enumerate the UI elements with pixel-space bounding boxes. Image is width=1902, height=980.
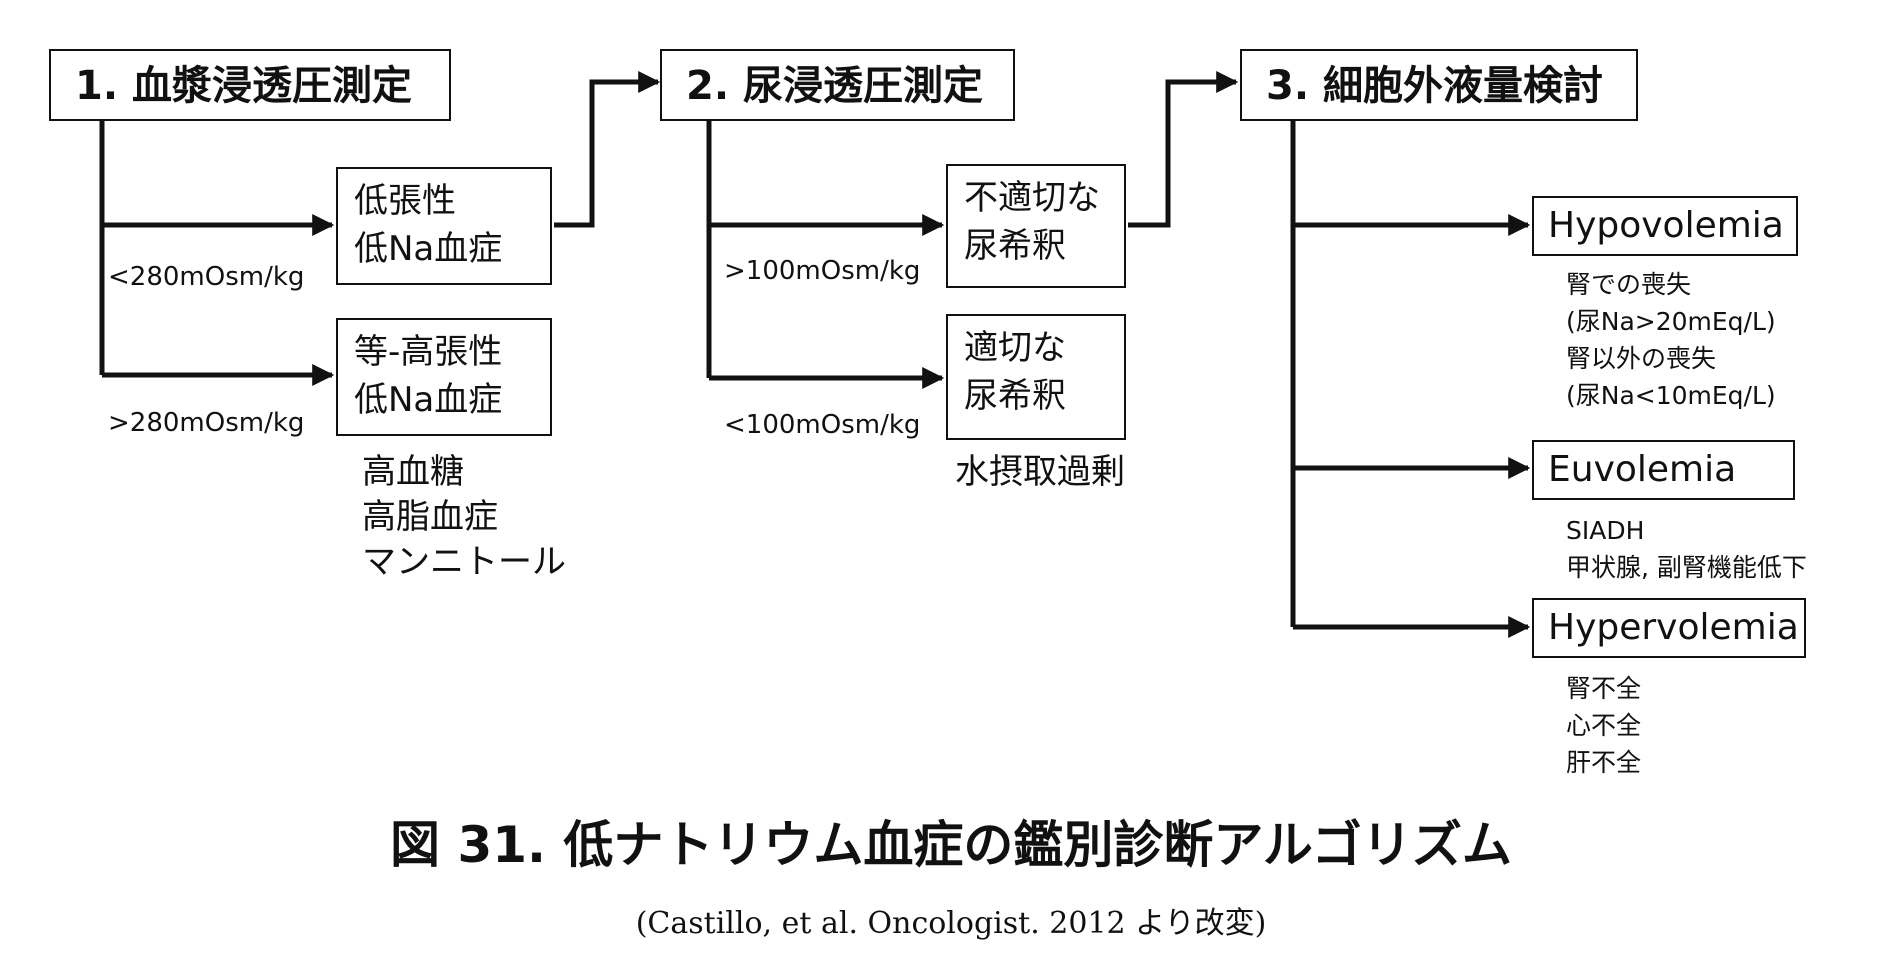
hypervolemia-box: Hypervolemia bbox=[1532, 598, 1806, 658]
figure-source: (Castillo, et al. Oncologist. 2012 より改変) bbox=[635, 906, 1267, 941]
appropriate-dilution-box: 適切な 尿希釈 bbox=[946, 314, 1126, 440]
hypervolemia-note-3: 肝不全 bbox=[1566, 748, 1642, 777]
cause-hyperglycemia: 高血糖 bbox=[362, 452, 464, 492]
euvolemia-note-1: SIADH bbox=[1566, 516, 1645, 545]
inappropriate-dilution-line-2: 尿希釈 bbox=[964, 226, 1066, 266]
euvolemia-notes: SIADH 甲状腺, 副腎機能低下 bbox=[1566, 512, 1807, 586]
hypovolemia-note-3: 腎以外の喪失 bbox=[1566, 344, 1717, 373]
hypervolemia-notes: 腎不全 心不全 肝不全 bbox=[1566, 670, 1641, 781]
inappropriate-dilution-line-1: 不適切な bbox=[964, 178, 1100, 218]
step1-plasma-osmolality-box: 1. 血漿浸透圧測定 bbox=[49, 49, 451, 121]
hypotonic-line-2: 低Na血症 bbox=[354, 229, 503, 269]
appropriate-dilution-cause: 水摂取過剰 bbox=[955, 452, 1125, 492]
step2-urine-osmolality-box: 2. 尿浸透圧測定 bbox=[660, 49, 1015, 121]
hypotonic-line-1: 低張性 bbox=[354, 181, 456, 221]
cause-mannitol: マンニトール bbox=[362, 542, 566, 582]
hypovolemia-box: Hypovolemia bbox=[1532, 196, 1798, 256]
hypovolemia-note-2: (尿Na>20mEq/L) bbox=[1566, 307, 1776, 336]
appropriate-dilution-line-2: 尿希釈 bbox=[964, 376, 1066, 416]
figure-caption: 図 31. 低ナトリウム血症の鑑別診断アルゴリズム bbox=[390, 816, 1512, 874]
iso-hypertonic-line-2: 低Na血症 bbox=[354, 380, 503, 420]
step3-extracellular-volume-box: 3. 細胞外液量検討 bbox=[1240, 49, 1638, 121]
iso-hypertonic-hyponatremia-box: 等-高張性 低Na血症 bbox=[336, 318, 552, 436]
hypervolemia-note-2: 心不全 bbox=[1566, 711, 1642, 740]
iso-hypertonic-line-1: 等-高張性 bbox=[354, 332, 503, 372]
cause-hyperlipidemia: 高脂血症 bbox=[362, 497, 498, 537]
iso-hypertonic-causes: 高血糖 高脂血症 マンニトール bbox=[362, 450, 566, 585]
hypervolemia-note-1: 腎不全 bbox=[1566, 674, 1642, 703]
hypotonic-hyponatremia-box: 低張性 低Na血症 bbox=[336, 167, 552, 285]
urine-high-condition: >100mOsm/kg bbox=[724, 256, 921, 286]
euvolemia-box: Euvolemia bbox=[1532, 440, 1795, 500]
plasma-high-condition: >280mOsm/kg bbox=[108, 408, 305, 438]
arrow-to-step2 bbox=[554, 70, 661, 228]
hypovolemia-note-1: 腎での喪失 bbox=[1566, 270, 1692, 299]
hypovolemia-notes: 腎での喪失 (尿Na>20mEq/L) 腎以外の喪失 (尿Na<10mEq/L) bbox=[1566, 266, 1776, 414]
hypovolemia-note-4: (尿Na<10mEq/L) bbox=[1566, 381, 1776, 410]
arrow-to-step3 bbox=[1128, 70, 1239, 228]
urine-low-condition: <100mOsm/kg bbox=[724, 410, 921, 440]
plasma-low-condition: <280mOsm/kg bbox=[108, 262, 305, 292]
appropriate-dilution-line-1: 適切な bbox=[964, 328, 1066, 368]
inappropriate-dilution-box: 不適切な 尿希釈 bbox=[946, 164, 1126, 288]
euvolemia-note-2: 甲状腺, 副腎機能低下 bbox=[1566, 553, 1807, 582]
